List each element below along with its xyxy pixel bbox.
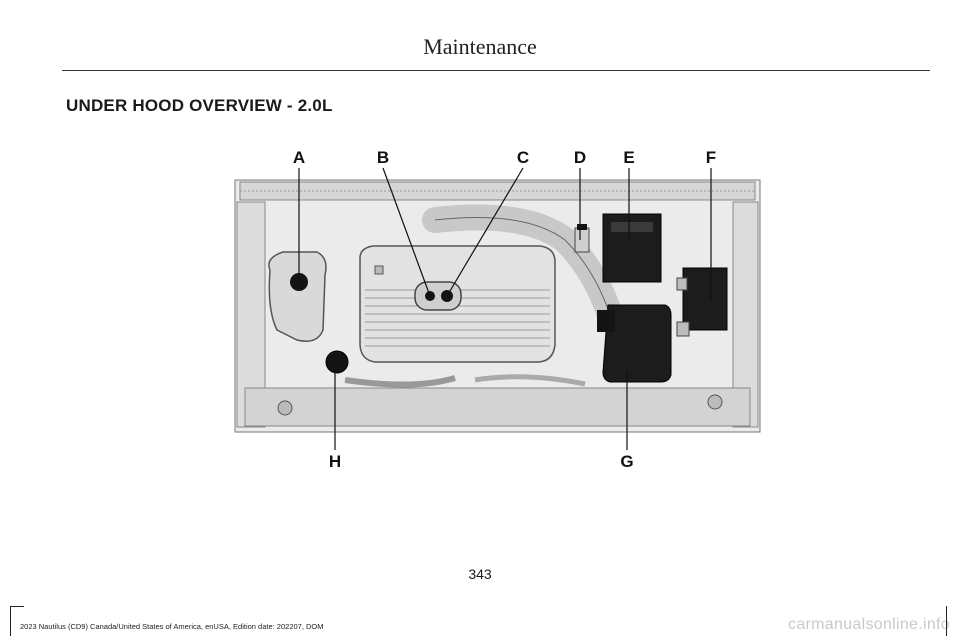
lower-crossmember — [244, 387, 751, 427]
callout-h: H — [328, 452, 342, 471]
callout-f: F — [705, 148, 717, 167]
header-divider — [62, 70, 930, 71]
watermark: carmanualsonline.info — [788, 616, 950, 633]
engine-bay-illustration: A B C D E F G H — [225, 140, 770, 480]
page-number: 343 — [468, 566, 492, 582]
brake-fluid-reservoir — [574, 227, 590, 253]
callout-b: B — [376, 148, 390, 167]
section-heading: UNDER HOOD OVERVIEW - 2.0L — [66, 96, 333, 115]
callout-d: D — [573, 148, 587, 167]
callout-a: A — [292, 148, 306, 167]
coolant-cap — [290, 273, 308, 291]
oil-fill-housing — [414, 281, 462, 311]
callout-g: G — [620, 452, 634, 471]
air-filter-housing — [602, 304, 672, 383]
edition-footer: 2023 Nautilus (CD9) Canada/United States… — [20, 622, 324, 631]
callout-c: C — [516, 148, 530, 167]
page-title: Maintenance — [423, 34, 537, 59]
washer-fluid-cap — [325, 350, 349, 374]
fuse-box — [682, 267, 728, 331]
engine-bay-drawing — [234, 167, 761, 450]
crop-mark-left — [10, 606, 11, 636]
callout-leaders — [298, 167, 712, 450]
crop-mark-left-h — [10, 606, 24, 607]
coolant-reservoir — [268, 251, 327, 342]
callout-e: E — [623, 148, 635, 167]
crop-mark-right — [946, 606, 947, 636]
